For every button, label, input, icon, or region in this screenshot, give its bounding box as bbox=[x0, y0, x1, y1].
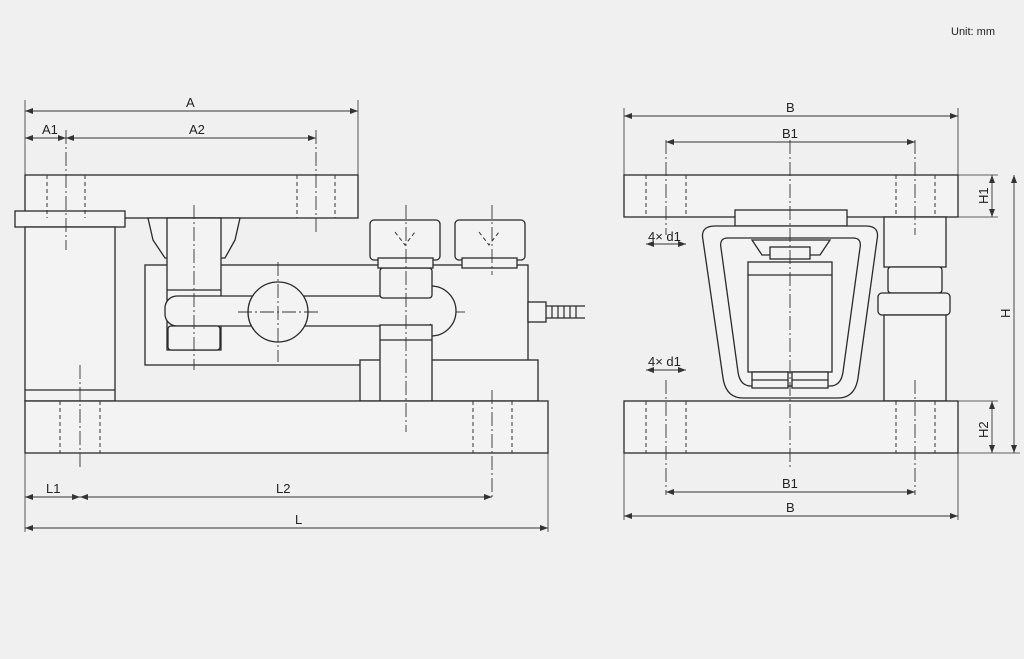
holes-label-bottom: 4× d1 bbox=[648, 354, 681, 369]
dim-B1-bottom: B1 bbox=[782, 476, 798, 491]
dim-H1: H1 bbox=[976, 187, 991, 204]
side-column-nut bbox=[887, 266, 943, 294]
dim-H2: H2 bbox=[976, 421, 991, 438]
unit-label: Unit: mm bbox=[951, 26, 995, 38]
side-column-bottom bbox=[883, 314, 947, 402]
dim-L1: L1 bbox=[46, 481, 60, 496]
front-cap-right bbox=[454, 219, 526, 261]
dim-A: A bbox=[186, 95, 195, 110]
side-column-top bbox=[883, 216, 947, 268]
holes-label-top: 4× d1 bbox=[648, 229, 681, 244]
dim-B-top: B bbox=[786, 100, 795, 115]
dim-L2: L2 bbox=[276, 481, 290, 496]
front-cap-left bbox=[369, 219, 441, 261]
front-bracket-upright bbox=[24, 226, 116, 402]
side-load-pad bbox=[734, 209, 848, 227]
dim-L: L bbox=[295, 512, 302, 527]
front-cable-gland bbox=[527, 301, 547, 323]
side-column-collar bbox=[877, 292, 951, 316]
dim-B-bottom: B bbox=[786, 500, 795, 515]
side-view: B B1 4× d1 4× d1 H1 H H2 bbox=[623, 100, 1020, 520]
front-bracket-lip bbox=[14, 210, 126, 228]
dim-H: H bbox=[998, 309, 1013, 318]
dim-B1-top: B1 bbox=[782, 126, 798, 141]
dim-A2: A2 bbox=[189, 122, 205, 137]
front-view: A A1 A2 L1 L2 L bbox=[14, 95, 585, 532]
front-right-round bbox=[430, 285, 457, 337]
dim-A1: A1 bbox=[42, 122, 58, 137]
side-base-plate bbox=[623, 400, 959, 454]
front-base-plate bbox=[24, 400, 549, 454]
